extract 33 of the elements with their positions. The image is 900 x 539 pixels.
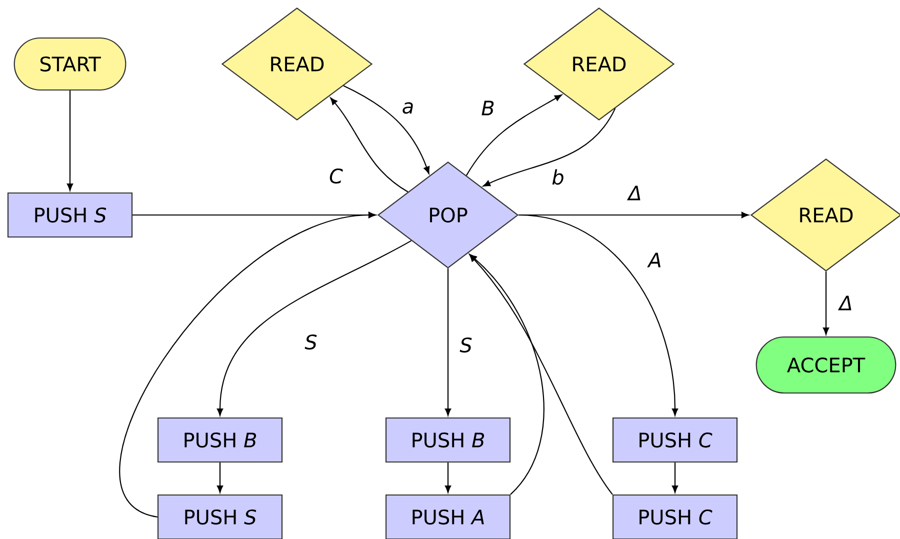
arrow <box>469 254 544 495</box>
push-box: PUSH B <box>385 417 511 463</box>
arrow <box>444 268 452 416</box>
edge-label: B <box>480 100 496 116</box>
arrow <box>216 240 412 416</box>
arrow <box>120 212 376 518</box>
arrow <box>482 108 616 187</box>
edge-label: Δ <box>838 294 854 312</box>
edge-label: Δ <box>626 184 643 202</box>
start-terminal: START <box>14 37 126 91</box>
push-box: PUSH C <box>612 494 738 539</box>
edge-label: C <box>328 167 344 185</box>
arrow <box>672 462 678 493</box>
push-box: PUSH C <box>612 417 738 463</box>
push-box: PUSH S <box>157 494 283 539</box>
arrow <box>444 462 452 493</box>
edge-label: b <box>550 168 566 186</box>
arrow <box>216 462 224 493</box>
arrow <box>518 214 678 416</box>
push-box: PUSH B <box>157 417 283 463</box>
arrow <box>466 94 562 176</box>
arrow <box>66 90 74 191</box>
push-box: PUSH S <box>7 192 133 238</box>
accept-terminal: ACCEPT <box>756 336 896 394</box>
arrow <box>469 254 613 495</box>
edge-label: S <box>458 336 474 354</box>
edge-label: A <box>647 252 663 268</box>
arrow <box>343 85 430 174</box>
arrow <box>330 97 408 192</box>
arrow <box>822 272 830 335</box>
push-box: PUSH A <box>385 494 511 539</box>
edge-label: S <box>304 333 318 351</box>
edge-label: a <box>400 101 416 115</box>
